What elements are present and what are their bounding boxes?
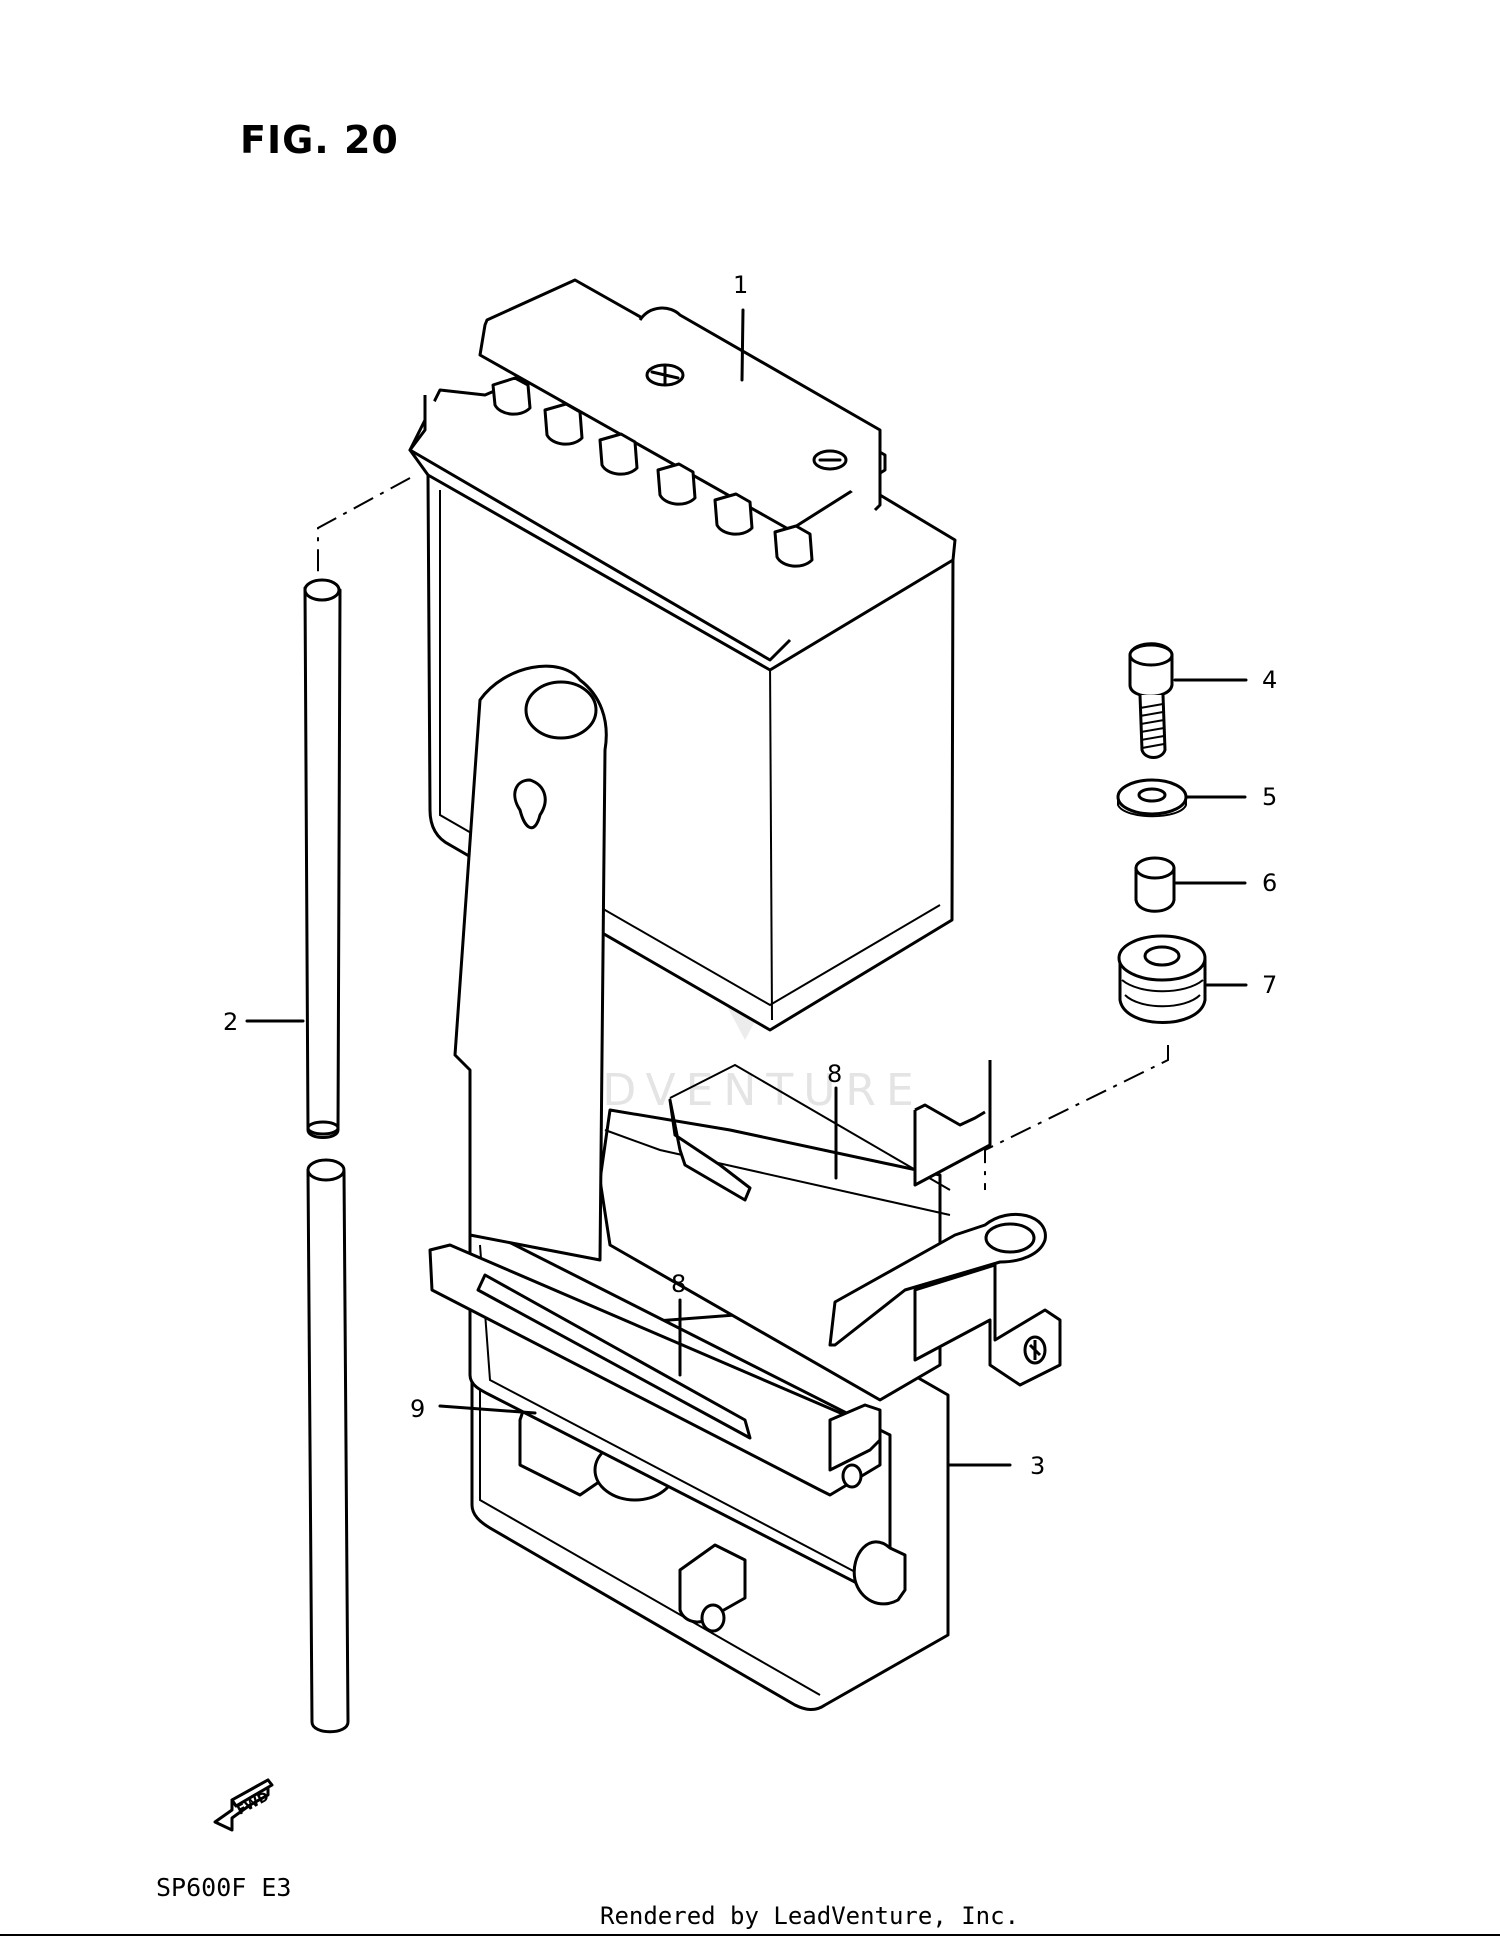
forward-arrow-icon: FWD — [213, 1778, 274, 1832]
leader-9 — [438, 1404, 537, 1415]
leader-1 — [740, 308, 745, 382]
model-code: SP600F E3 — [156, 1873, 292, 1902]
callout-4: 4 — [1262, 666, 1277, 694]
assembly-line-battery-hose — [317, 477, 411, 575]
collar — [1134, 856, 1176, 913]
callout-3: 3 — [1030, 1452, 1045, 1480]
callout-8-lower: 8 — [671, 1270, 686, 1298]
callout-2: 2 — [223, 1008, 238, 1036]
callout-8-upper: 8 — [827, 1060, 842, 1088]
breather-hose — [303, 578, 350, 1734]
render-credit: Rendered by LeadVenture, Inc. — [600, 1902, 1020, 1930]
callout-7: 7 — [1262, 971, 1277, 999]
battery-holder — [428, 664, 1062, 1711]
battery-cell-caps — [491, 376, 814, 568]
footer-divider — [0, 1934, 1500, 1936]
figure-title: FIG. 20 — [240, 118, 399, 162]
grommet — [1117, 934, 1207, 1024]
callout-6: 6 — [1262, 869, 1277, 897]
assembly-line-grommet — [984, 1045, 1169, 1190]
callout-5: 5 — [1262, 783, 1277, 811]
bolt — [1128, 642, 1174, 759]
washer — [1116, 778, 1188, 818]
battery — [408, 278, 957, 1032]
callout-9: 9 — [410, 1395, 425, 1423]
callout-1: 1 — [733, 271, 748, 299]
